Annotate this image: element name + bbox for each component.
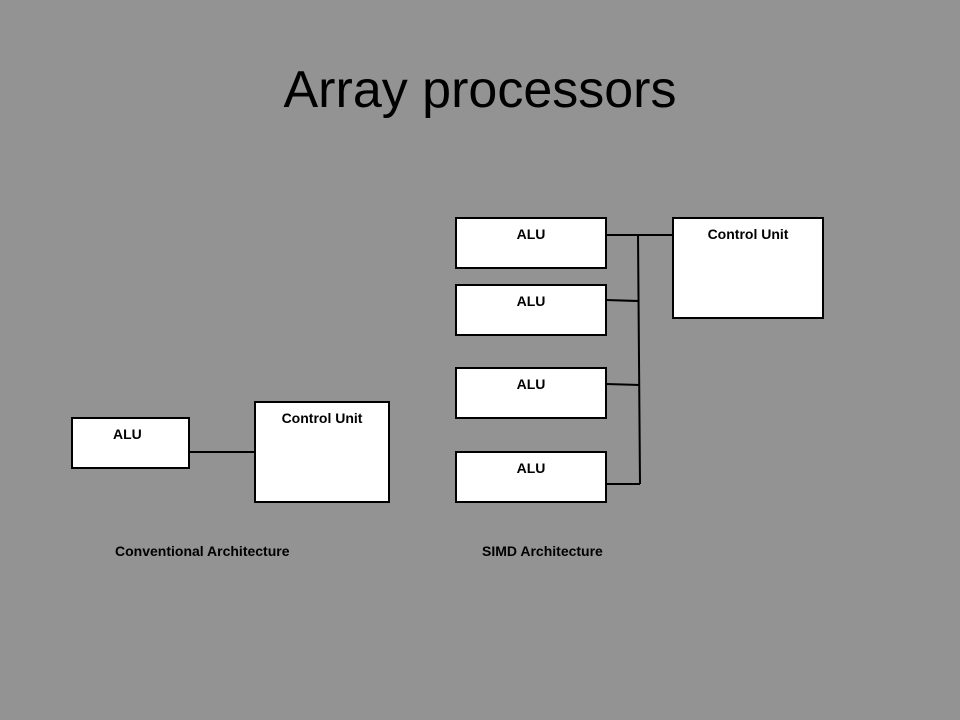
simd-alu-label-2: ALU bbox=[516, 293, 546, 309]
simd-alu-box-3: ALU bbox=[455, 367, 607, 419]
conventional-control-unit-label: Control Unit bbox=[281, 410, 363, 426]
simd-bus bbox=[637, 233, 641, 485]
simd-alu-label-3: ALU bbox=[516, 376, 546, 392]
simd-alu-box-4: ALU bbox=[455, 451, 607, 503]
conventional-alu-label: ALU bbox=[113, 426, 142, 442]
simd-alu-3-connector bbox=[605, 383, 640, 386]
simd-alu-box-1: ALU bbox=[455, 217, 607, 269]
conventional-caption: Conventional Architecture bbox=[115, 543, 290, 559]
simd-alu-2-connector bbox=[605, 299, 639, 302]
slide-title: Array processors bbox=[283, 61, 677, 119]
simd-alu-label-1: ALU bbox=[516, 226, 546, 242]
simd-control-unit-label: Control Unit bbox=[707, 226, 789, 242]
conventional-control-unit-box: Control Unit bbox=[254, 401, 390, 503]
simd-alu-box-2: ALU bbox=[455, 284, 607, 336]
simd-control-unit-box: Control Unit bbox=[672, 217, 824, 319]
simd-alu-label-4: ALU bbox=[516, 460, 546, 476]
simd-caption: SIMD Architecture bbox=[482, 543, 603, 559]
conventional-alu-box: ALU bbox=[71, 417, 190, 469]
